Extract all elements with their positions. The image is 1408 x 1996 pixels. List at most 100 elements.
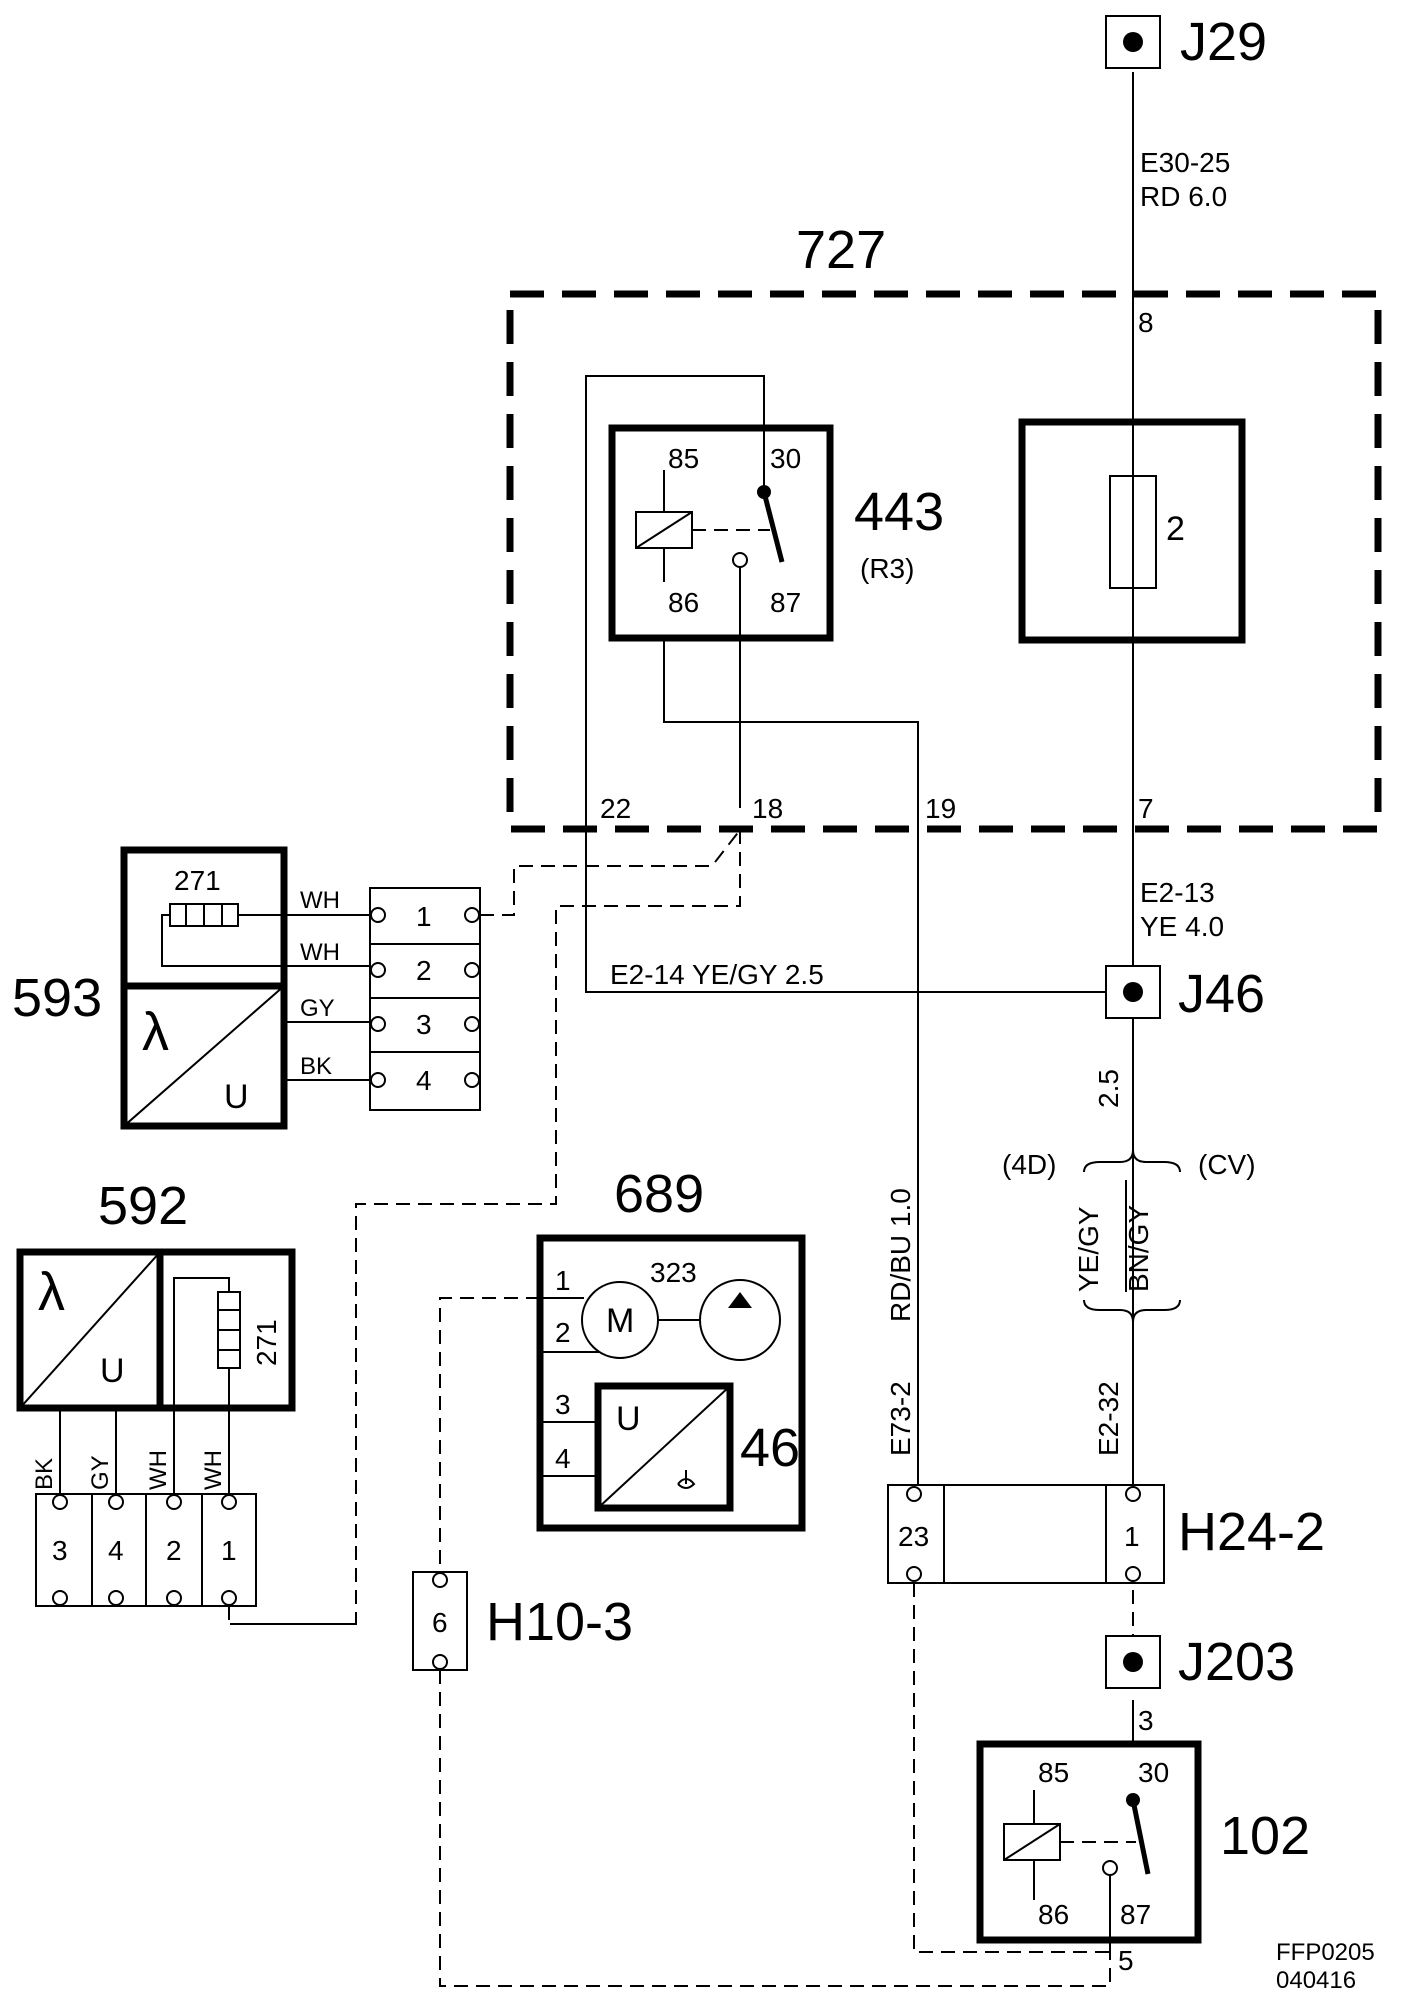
wires-593: WH WH GY BK (284, 887, 370, 1081)
heater-593-label: 271 (174, 865, 221, 896)
connector-593-pin-3: 3 (416, 1009, 432, 1040)
h24-pin-23: 23 (898, 1521, 929, 1552)
relay-443-pin-86: 86 (668, 587, 699, 618)
component-46-label: 46 (740, 1418, 800, 1478)
relay-102: 85 30 86 87 102 (976, 1740, 1310, 1952)
motor-pin-1: 1 (555, 1265, 571, 1296)
wire-592-3-color: BK (31, 1458, 58, 1490)
relay-102-pin-86: 86 (1038, 1899, 1069, 1930)
relay-102-pin-87: 87 (1120, 1899, 1151, 1930)
relay-443-pin-87: 87 (770, 587, 801, 618)
connector-592: 3 4 2 1 (35, 1493, 257, 1607)
pin-8: 8 (1138, 307, 1154, 338)
wire-e73-2: E73-2 (885, 1381, 916, 1456)
pin-22: 22 (600, 793, 631, 824)
dashed-592-out (228, 1606, 356, 1625)
component-443-sub: (R3) (860, 553, 914, 584)
h10-pin-6: 6 (432, 1607, 448, 1638)
connector-592-pin-4: 4 (108, 1535, 124, 1566)
connector-h10-3-label: H10-3 (486, 1592, 633, 1652)
wire-top-code: E30-25 (1140, 147, 1230, 178)
wire-2-5: 2.5 (1093, 1069, 1124, 1108)
footer-code: FFP0205 (1276, 1939, 1375, 1966)
junction-j46-label: J46 (1178, 964, 1265, 1024)
pin-18: 18 (752, 793, 783, 824)
footer-date: 040416 (1276, 1967, 1356, 1994)
connector-592-pin-2: 2 (166, 1535, 182, 1566)
junction-j203: J203 (1105, 1632, 1295, 1692)
fuse-number: 2 (1166, 510, 1185, 548)
sensor-592-lambda: λ (38, 1262, 65, 1322)
motor-pin-4: 4 (555, 1443, 571, 1474)
pin-19: 19 (925, 793, 956, 824)
relay-102-pin-30: 30 (1138, 1757, 1169, 1788)
component-323-label: 323 (650, 1257, 697, 1288)
sensor-u: U (616, 1400, 641, 1438)
component-592-label: 592 (98, 1176, 188, 1236)
wire-rdbu: RD/BU 1.0 (885, 1188, 916, 1322)
relay-443-pin-85: 85 (668, 443, 699, 474)
wire-top-spec: RD 6.0 (1140, 181, 1227, 212)
dashed-h24-to-102 (913, 1583, 1110, 1953)
component-689-label: 689 (614, 1164, 704, 1224)
connector-593-pin-2: 2 (416, 955, 432, 986)
variant-brace: (4D) (CV) YE/GY BN/GY (1002, 1149, 1256, 1323)
component-102-label: 102 (1220, 1806, 1310, 1866)
connector-h10-3: 6 H10-3 (412, 1571, 633, 1671)
junction-j203-label: J203 (1178, 1632, 1295, 1692)
float-icon (677, 1470, 696, 1489)
wire-593-4-color: BK (300, 1053, 332, 1080)
motor-letter: M (606, 1302, 634, 1340)
wire-yegy: YE/GY (1073, 1206, 1104, 1292)
wires-592: BK GY WH WH (31, 1408, 230, 1494)
wire-e2-14: E2-14 YE/GY 2.5 (610, 959, 824, 990)
connector-593-pin-4: 4 (416, 1065, 432, 1096)
pump-icon (699, 1279, 781, 1361)
motor-pin-3: 3 (555, 1389, 571, 1420)
connector-593-pin-1: 1 (416, 901, 432, 932)
wire-593-3-color: GY (300, 995, 335, 1022)
connector-593: 1 2 3 4 (369, 887, 481, 1111)
variant-cv: (CV) (1198, 1149, 1256, 1180)
wire-593-1-color: WH (300, 887, 340, 914)
sensor-592-u: U (100, 1352, 125, 1390)
component-592: 592 λ U 271 (16, 1176, 296, 1412)
relay-443: 85 30 86 87 443 (R3) (608, 424, 944, 642)
component-443-label: 443 (854, 482, 944, 542)
heater-592-label: 271 (251, 1319, 282, 1366)
connector-592-pin-3: 3 (52, 1535, 68, 1566)
wire-mid-spec: YE 4.0 (1140, 911, 1224, 942)
junction-j29: J29 (1105, 12, 1267, 72)
wire-mid-code: E2-13 (1140, 877, 1215, 908)
connector-h24-2-label: H24-2 (1178, 1502, 1325, 1562)
component-727-label: 727 (796, 220, 886, 280)
wire-e2-32: E2-32 (1093, 1381, 1124, 1456)
relay-443-wiring (585, 375, 1133, 1485)
wire-592-2-color: WH (145, 1450, 172, 1490)
connector-h24-2: 23 1 H24-2 (887, 1484, 1325, 1584)
relay-443-pin-30: 30 (770, 443, 801, 474)
fuse-box: 2 (1018, 418, 1246, 644)
component-727-enclosure (506, 290, 1382, 833)
component-593-label: 593 (12, 968, 102, 1028)
component-593: 593 271 λ U (12, 846, 288, 1130)
h24-pin-1: 1 (1124, 1521, 1140, 1552)
connector-592-pin-1: 1 (221, 1535, 237, 1566)
j203-pin-3: 3 (1138, 1705, 1154, 1736)
dashed-h10-to-102 (439, 1670, 1111, 1987)
variant-4d: (4D) (1002, 1149, 1056, 1180)
relay-102-pin-85: 85 (1038, 1757, 1069, 1788)
wire-592-1-color: WH (200, 1450, 227, 1490)
junction-j46: J46 (1105, 964, 1265, 1024)
wire-bngy: BN/GY (1123, 1205, 1154, 1292)
dashed-689-to-h10 (439, 1297, 540, 1572)
sensor-593-lambda: λ (142, 1002, 169, 1062)
sensor-593-u: U (224, 1078, 249, 1116)
junction-j29-label: J29 (1180, 12, 1267, 72)
dashed-593-to-727 (480, 829, 741, 916)
relay-102-pin-5: 5 (1118, 1945, 1134, 1976)
wire-592-4-color: GY (87, 1455, 114, 1490)
pin-7: 7 (1138, 793, 1154, 824)
motor-pin-2: 2 (555, 1317, 571, 1348)
